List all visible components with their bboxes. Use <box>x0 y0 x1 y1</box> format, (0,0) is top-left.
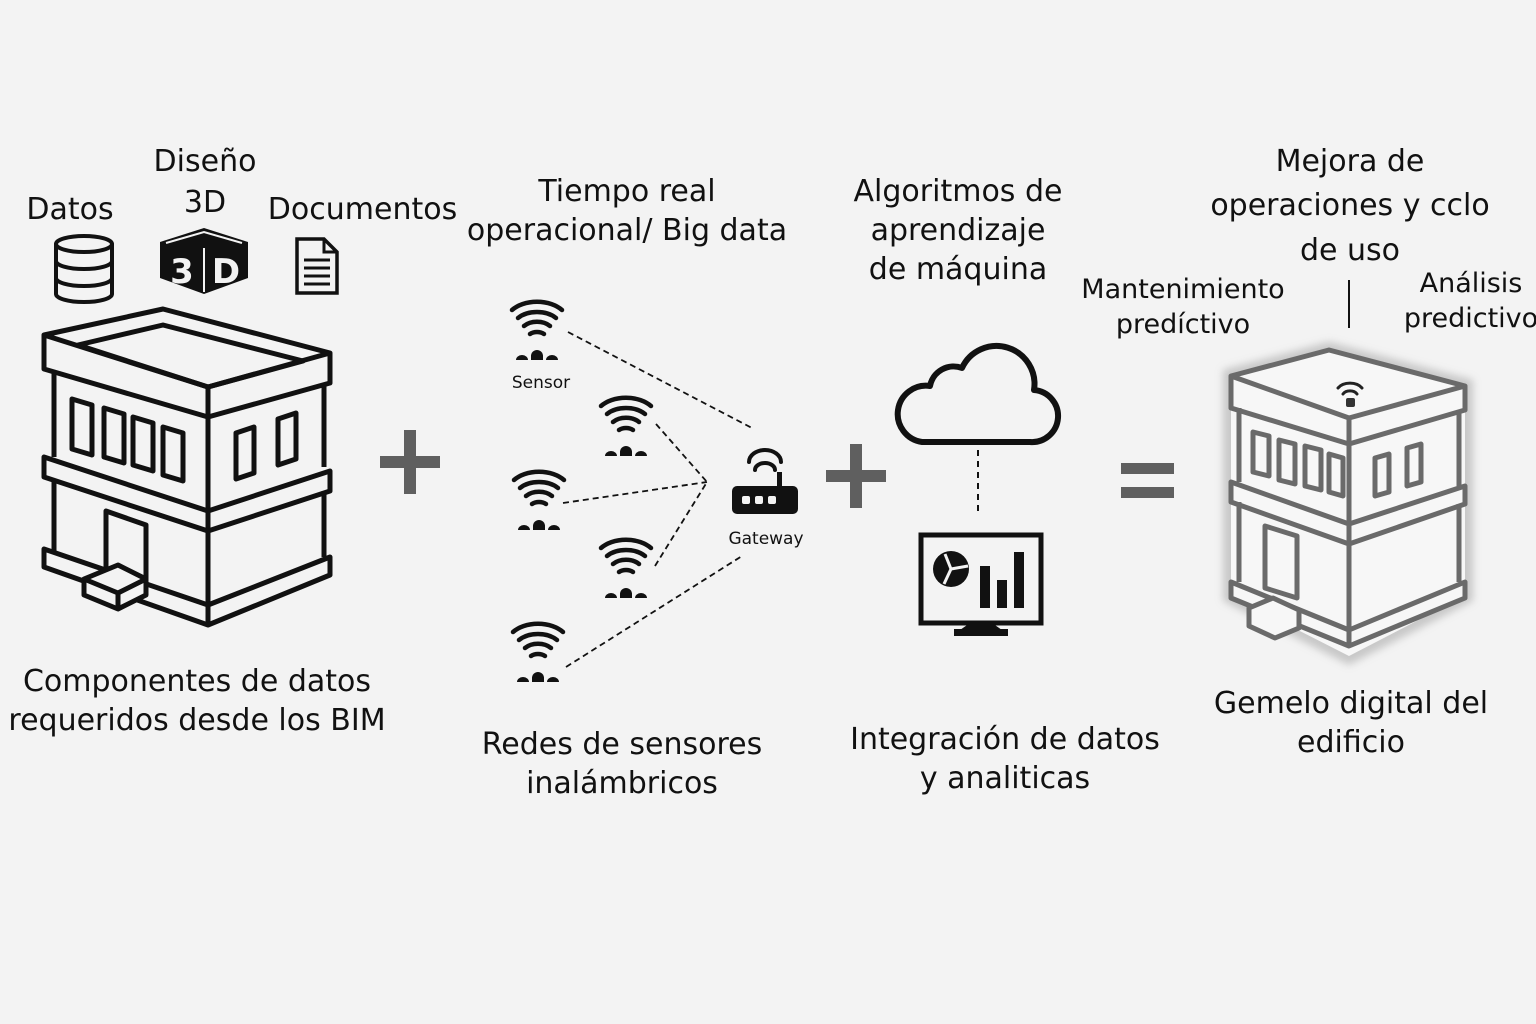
sensor-icon <box>509 299 565 360</box>
analytics-header: Algoritmos de aprendizaje de máquina <box>853 174 1063 287</box>
svg-text:3: 3 <box>170 252 194 292</box>
sensor-icon <box>598 537 654 598</box>
diseno-3d-label: Diseño 3D <box>153 144 257 220</box>
link-sensor-1 <box>567 331 753 429</box>
twin-header: Mejora de operaciones y cclo de uso <box>1210 144 1490 268</box>
sensor-icon <box>598 395 654 456</box>
link-sensor-3 <box>562 481 708 504</box>
gateway-label: Gateway <box>728 529 804 549</box>
analysis-annotation: Análisis predictivo <box>1403 268 1536 335</box>
sensor-icon <box>510 621 566 682</box>
cloud-monitor-link <box>977 450 979 512</box>
sensors-caption: Redes de sensores inalámbricos <box>481 727 763 801</box>
maintenance-annotation: Mantenimiento predíctivo <box>1081 274 1285 341</box>
analytics-monitor-icon <box>918 532 1044 636</box>
documentos-label: Documentos <box>267 192 458 227</box>
analytics-caption: Integración de datos y analiticas <box>850 722 1160 796</box>
bim-caption: Componentes de datos requeridos desde lo… <box>8 664 386 738</box>
link-sensor-2 <box>655 423 708 483</box>
3d-cube-icon: 3 D <box>160 228 248 294</box>
database-icon <box>54 234 114 304</box>
building-icon <box>41 306 333 628</box>
svg-text:D: D <box>212 252 240 292</box>
cloud-icon <box>894 342 1061 446</box>
twin-header-connector <box>1348 280 1350 328</box>
sensor-label: Sensor <box>511 373 571 393</box>
sensor-icon <box>511 469 567 530</box>
link-sensor-4 <box>654 481 708 567</box>
datos-label: Datos <box>26 192 114 227</box>
sensors-header: Tiempo real operacional/ Big data <box>466 174 788 248</box>
document-icon <box>295 237 339 295</box>
gateway-router-icon <box>732 448 798 514</box>
twin-caption: Gemelo digital del edificio <box>1213 686 1489 760</box>
link-sensor-5 <box>565 555 743 668</box>
digital-twin-building-icon <box>1223 341 1473 665</box>
